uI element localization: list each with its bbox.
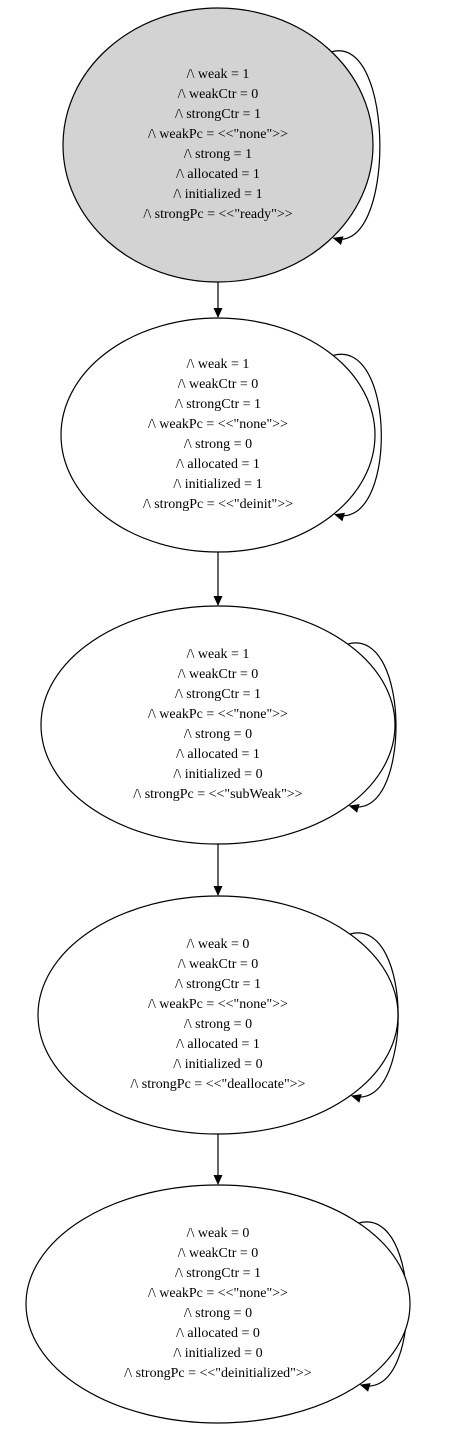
state-variable-line: /\ weakPc = <<"none">> (148, 417, 288, 432)
state-variable-line: /\ weakPc = <<"none">> (148, 1286, 288, 1301)
self-loop-edge (347, 642, 397, 813)
state-variable-line: /\ weak = 1 (187, 67, 250, 82)
state-ellipse (60, 317, 376, 553)
state-node: /\ weak = 0 /\ weakCtr = 0 /\ strongCtr = … (37, 895, 399, 1135)
state-ellipse (40, 605, 396, 845)
state-ellipse (37, 895, 399, 1135)
initial-state-ellipse (62, 7, 374, 283)
state-variable-line: /\ weakPc = <<"none">> (148, 707, 288, 722)
state-variable-line: /\ strongCtr = 1 (175, 1266, 261, 1281)
state-variable-line: /\ strongPc = <<"ready">> (143, 207, 292, 222)
state-variable-line: /\ initialized = 0 (173, 1057, 262, 1072)
state-node: /\ weak = 0 /\ weakCtr = 0 /\ strongCtr = … (25, 1184, 411, 1424)
state-node: /\ weak = 1 /\ weakCtr = 0 /\ strongCtr = … (60, 317, 376, 553)
state-variable-line: /\ strong = 0 (184, 1306, 252, 1321)
state-variable-line: /\ allocated = 1 (176, 167, 260, 182)
state-node: /\ weak = 1 /\ weakCtr = 0 /\ strongCtr = … (62, 7, 374, 283)
state-variable-line: /\ weak = 1 (187, 357, 250, 372)
state-variable-line: /\ initialized = 1 (173, 187, 262, 202)
state-variable-line: /\ strongCtr = 1 (175, 107, 261, 122)
state-variable-line: /\ weakPc = <<"none">> (148, 997, 288, 1012)
state-variable-line: /\ strong = 0 (184, 727, 252, 742)
state-variable-line: /\ allocated = 1 (176, 747, 260, 762)
state-node: /\ weak = 1 /\ weakCtr = 0 /\ strongCtr = … (40, 605, 396, 845)
state-variable-line: /\ strong = 1 (184, 147, 252, 162)
state-variable-line: /\ allocated = 1 (176, 457, 260, 472)
state-variable-line: /\ strongPc = <<"deinit">> (143, 497, 293, 512)
state-variable-line: /\ allocated = 0 (176, 1326, 260, 1341)
self-loop-edge (331, 50, 381, 245)
state-variable-line: /\ weakCtr = 0 (178, 667, 259, 682)
state-variable-line: /\ initialized = 0 (173, 767, 262, 782)
state-variable-line: /\ weakCtr = 0 (178, 957, 259, 972)
state-variable-line: /\ initialized = 0 (173, 1346, 262, 1361)
state-variable-line: /\ weak = 1 (187, 647, 250, 662)
state-variable-line: /\ weakCtr = 0 (178, 377, 259, 392)
state-variable-line: /\ weakCtr = 0 (178, 87, 259, 102)
state-variable-line: /\ weak = 0 (187, 937, 250, 952)
state-variable-line: /\ allocated = 1 (176, 1037, 260, 1052)
state-variable-line: /\ strongCtr = 1 (175, 977, 261, 992)
state-variable-line: /\ strong = 0 (184, 437, 252, 452)
state-variable-line: /\ strongPc = <<"subWeak">> (133, 787, 302, 802)
state-variable-line: /\ strongPc = <<"deinitialized">> (124, 1366, 311, 1381)
state-variable-line: /\ strongCtr = 1 (175, 397, 261, 412)
state-variable-line: /\ strongPc = <<"deallocate">> (131, 1077, 306, 1092)
state-ellipse (25, 1184, 411, 1424)
state-variable-line: /\ weakCtr = 0 (178, 1246, 259, 1261)
state-variable-line: /\ strong = 0 (184, 1017, 252, 1032)
state-variable-line: /\ weakPc = <<"none">> (148, 127, 288, 142)
state-nodes: /\ weak = 1 /\ weakCtr = 0 /\ strongCtr = … (25, 7, 411, 1424)
state-variable-line: /\ initialized = 1 (173, 477, 262, 492)
state-variable-line: /\ weak = 0 (187, 1226, 250, 1241)
state-variable-line: /\ strongCtr = 1 (175, 687, 261, 702)
self-loop-edge (332, 353, 382, 522)
